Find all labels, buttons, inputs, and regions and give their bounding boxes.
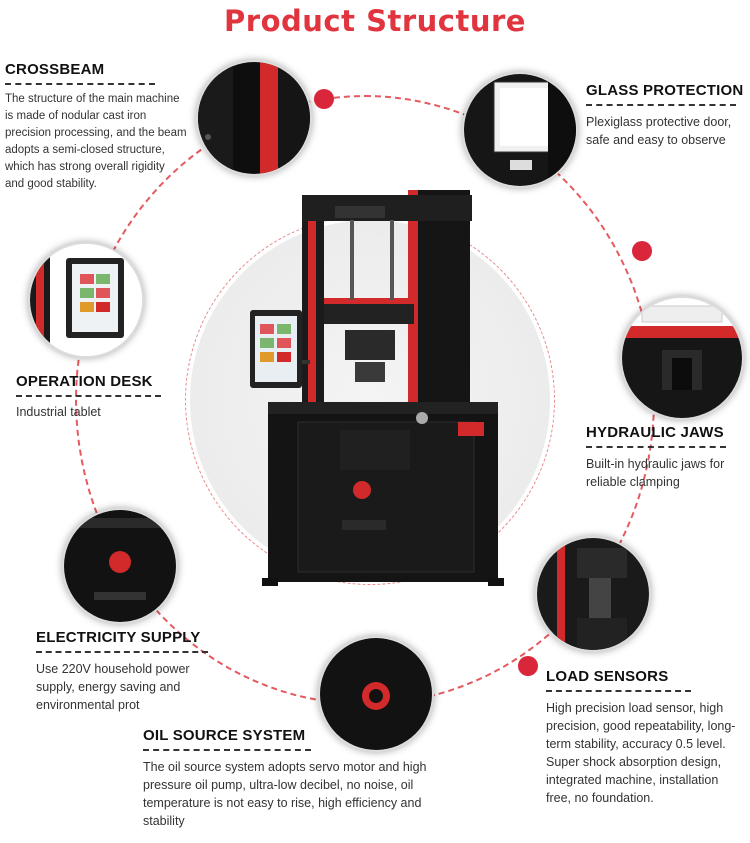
electricity-supply-thumbnail	[62, 508, 178, 624]
load-sensors-label: LOAD SENSORS	[546, 668, 669, 685]
oil-source-thumbnail	[318, 636, 434, 752]
hydraulic-jaws-description: Built-in hydraulic jaws for reliable cla…	[586, 457, 725, 489]
load-sensors-description: High precision load sensor, high precisi…	[546, 701, 736, 805]
electricity-supply-description: Use 220V household power supply, energy …	[36, 662, 190, 712]
oil-source-description: The oil source system adopts servo motor…	[143, 760, 427, 828]
electricity-supply-label: ELECTRICITY SUPPLY	[36, 629, 201, 646]
glass-protection-description: Plexiglass protective door, safe and eas…	[586, 115, 732, 147]
page-title: Product Structure	[224, 4, 526, 38]
ring-dot-top	[314, 89, 334, 109]
crossbeam-description: The structure of the main machine is mad…	[5, 93, 187, 190]
load-sensors-thumbnail	[535, 536, 651, 652]
testing-machine-graphic	[250, 190, 504, 586]
ring-dot-bottom-right	[518, 656, 538, 676]
ring-dot-right	[632, 241, 652, 261]
machine-illustration	[240, 190, 520, 590]
glass-protection-thumbnail	[462, 72, 578, 188]
crossbeam-thumbnail	[196, 60, 312, 176]
hydraulic-jaws-label: HYDRAULIC JAWS	[586, 424, 724, 441]
operation-desk-label: OPERATION DESK	[16, 373, 153, 390]
oil-source-underline	[143, 749, 311, 751]
load-sensors-underline	[546, 690, 691, 692]
operation-desk-underline	[16, 395, 161, 397]
glass-protection-underline	[586, 104, 736, 106]
electricity-supply-underline	[36, 651, 208, 653]
operation-desk-description: Industrial tablet	[16, 405, 101, 419]
operation-desk-thumbnail	[28, 242, 144, 358]
crossbeam-label: CROSSBEAM	[5, 61, 105, 78]
oil-source-label: OIL SOURCE SYSTEM	[143, 727, 306, 744]
glass-protection-label: GLASS PROTECTION	[586, 82, 744, 99]
hydraulic-jaws-underline	[586, 446, 726, 448]
hydraulic-jaws-thumbnail	[620, 296, 744, 420]
crossbeam-underline	[5, 83, 155, 85]
